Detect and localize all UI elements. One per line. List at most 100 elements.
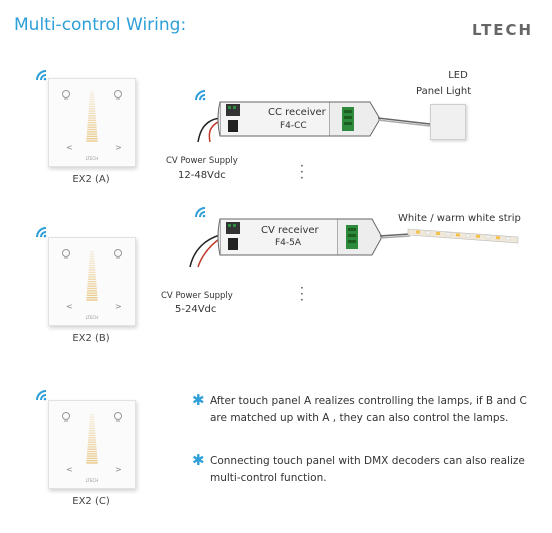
light-on-icon	[114, 249, 122, 259]
led-label: LED	[448, 70, 468, 81]
cv-receiver-model: F4-5A	[275, 238, 302, 248]
slider-bar	[89, 418, 95, 420]
note-2-line-1: Connecting touch panel with DMX decoders…	[210, 455, 525, 467]
slider-bar	[87, 285, 97, 287]
slider-bar	[86, 299, 98, 301]
cc-supply-label: CV Power Supply	[166, 156, 238, 166]
panel-logo: LTECH	[86, 478, 98, 483]
slider-bar	[89, 101, 95, 103]
cc-receiver-model: F4-CC	[280, 121, 307, 131]
slider-bar	[86, 457, 98, 460]
panel-face: < > LTECH	[62, 90, 122, 161]
button	[228, 238, 238, 250]
brightness-slider	[86, 414, 98, 464]
slider-bar	[86, 135, 98, 138]
slider-bar	[87, 121, 97, 124]
slider-bar	[88, 439, 96, 441]
slider-bar	[88, 108, 96, 110]
slider-bar	[87, 453, 97, 455]
touch-panel-a: < > LTECH	[48, 78, 136, 167]
light-off-icon	[62, 249, 70, 259]
slider-bar	[89, 416, 95, 418]
slider-bar	[87, 443, 97, 446]
output-wire	[377, 117, 431, 125]
light-on-icon	[114, 90, 122, 100]
slider-bar	[88, 432, 96, 434]
brightness-slider	[86, 92, 98, 142]
slider-bar	[86, 133, 98, 135]
slider-bar	[88, 105, 96, 108]
slider-bar	[88, 276, 96, 278]
slider-bar	[88, 264, 96, 267]
right-arrow-icon: >	[115, 302, 122, 311]
slider-bar	[88, 434, 96, 437]
wifi-icon	[36, 227, 47, 238]
cv-supply-label: CV Power Supply	[161, 291, 233, 301]
slider-bar	[88, 269, 96, 271]
slider-bar	[88, 117, 96, 119]
ellipsis-vertical-icon: ···	[300, 159, 304, 185]
asterisk-icon: ✱	[192, 391, 205, 409]
slider-bar	[89, 257, 95, 260]
slider-bar	[90, 414, 94, 416]
panel-logo: LTECH	[86, 315, 98, 320]
slider-bar	[86, 292, 98, 294]
note-2: Connecting touch panel with DMX decoders…	[210, 453, 525, 487]
slider-bar	[87, 131, 97, 133]
slider-bar	[87, 278, 97, 280]
right-arrow-icon: >	[115, 465, 122, 474]
cc-receiver-diagram	[197, 101, 431, 143]
slider-bar	[86, 460, 98, 462]
slider-bar	[88, 267, 96, 269]
output-wire	[379, 233, 411, 237]
slider-bar	[87, 446, 97, 448]
slider-bar	[87, 287, 97, 290]
cv-supply-voltage: 5-24Vdc	[175, 304, 217, 315]
light-on-icon	[114, 412, 122, 422]
ellipsis-vertical-icon: ···	[300, 281, 304, 307]
page-title: Multi-control Wiring:	[14, 15, 187, 35]
panel-b-label: EX2 (B)	[72, 333, 110, 344]
slider-bar	[89, 260, 95, 262]
slider-bar	[88, 115, 96, 117]
touch-panel-b: < > LTECH	[48, 237, 136, 326]
slider-bar	[86, 138, 98, 140]
cv-receiver-diagram	[189, 218, 519, 268]
light-off-icon	[62, 90, 70, 100]
slider-bar	[89, 425, 95, 427]
wifi-icon	[36, 390, 47, 401]
slider-bar	[89, 253, 95, 255]
led-strip	[407, 228, 519, 244]
button	[228, 120, 238, 132]
panel-face: < > LTECH	[62, 412, 122, 483]
panel-c-label: EX2 (C)	[72, 496, 110, 507]
slider-bar	[87, 450, 97, 453]
slider-bar	[87, 283, 97, 285]
panel-logo: LTECH	[86, 156, 98, 161]
slider-bar	[89, 262, 95, 264]
slider-bar	[89, 420, 95, 423]
slider-bar	[88, 110, 96, 112]
left-arrow-icon: <	[66, 143, 73, 152]
slider-bar	[90, 251, 94, 253]
slider-bar	[89, 423, 95, 425]
strip-label: White / warm white strip	[398, 213, 521, 224]
right-arrow-icon: >	[115, 143, 122, 152]
note-1: After touch panel A realizes controlling…	[210, 393, 527, 427]
slider-bar	[87, 290, 97, 292]
slider-bar	[88, 274, 96, 276]
note-2-line-2: multi-control function.	[210, 472, 327, 484]
panel-a-label: EX2 (A)	[72, 174, 110, 185]
led-panel-light	[430, 104, 466, 140]
power-wire-black	[189, 234, 221, 268]
slider-bar	[86, 462, 98, 464]
wifi-icon	[195, 207, 206, 218]
wifi-icon	[36, 70, 47, 81]
slider-bar	[87, 128, 97, 131]
wifi-icon	[195, 90, 206, 101]
cv-receiver-title: CV receiver	[261, 225, 319, 236]
slider-bar	[86, 297, 98, 299]
left-arrow-icon: <	[66, 302, 73, 311]
led-strip-leds	[416, 230, 511, 241]
slider-bar	[88, 112, 96, 115]
